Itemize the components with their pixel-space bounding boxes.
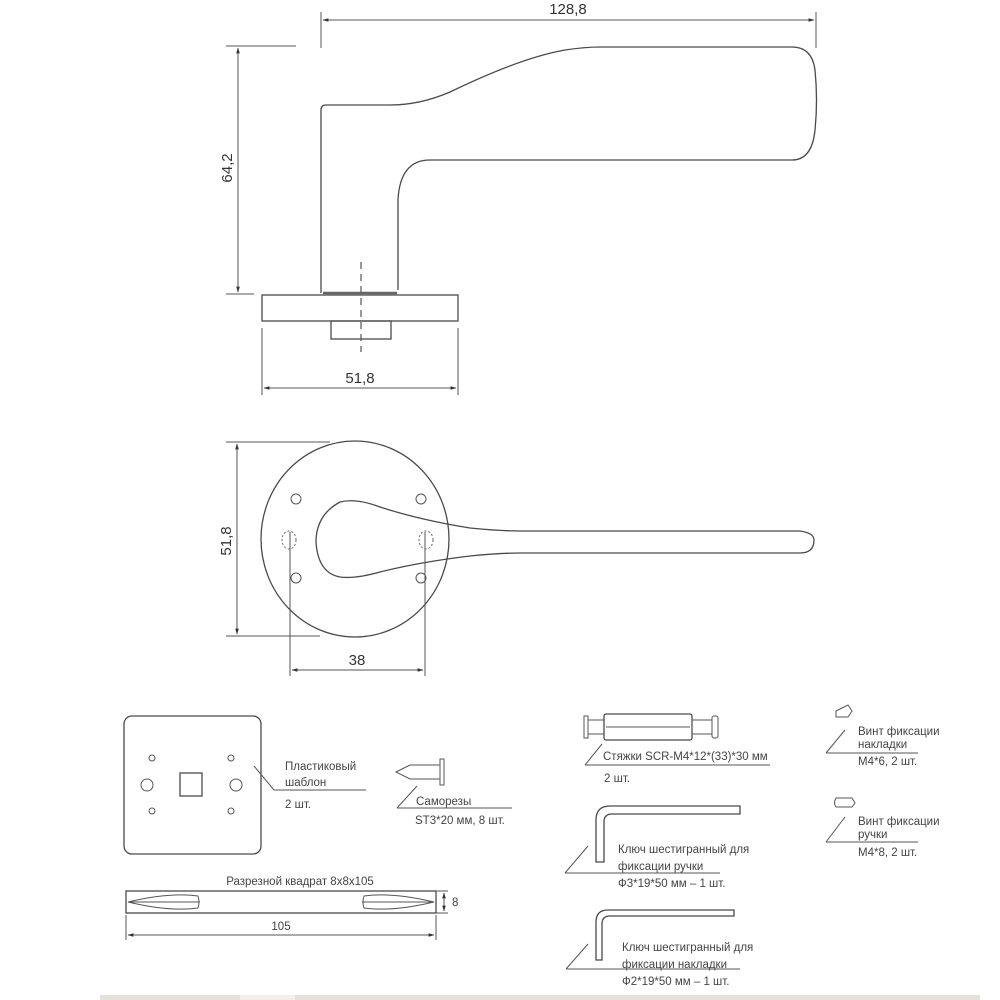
template-label-line2: шаблон [285,777,326,789]
template-qty: 2 шт. [285,799,311,811]
height-dimension: 64,2 [219,153,236,182]
hex-key-handle-label-line2: фиксации ручки [618,861,703,873]
screws-label: Саморезы [416,796,471,808]
rosette-set-screw-drawing [825,704,918,754]
hex-key-handle-drawing [564,805,741,874]
hex-key-rosette-label-line1: Ключ шестигранный для [622,942,753,954]
hex-key-handle-spec: Ф3*19*50 мм – 1 шт. [618,878,725,890]
hex-key-rosette-drawing [565,909,740,970]
hex-key-rosette-spec: Ф2*19*50 мм – 1 шт. [622,976,729,988]
handle-screw-label-line1: Винт фиксации [858,816,940,828]
width-dimension: 128,8 [549,1,587,18]
spindle-label: Разрезной квадрат 8x8x105 [226,876,374,888]
tie-bolt-drawing [583,713,770,766]
handle-screw-label-line2: ручки [858,829,887,841]
self-tapping-screw-drawing [394,758,512,809]
rosette-screw-label-line2: накладки [858,739,907,751]
tie-bolts-label: Стяжки SCR-M4*12*(33)*30 мм [603,751,768,763]
rosette-width-dimension: 51,8 [345,370,374,387]
rosette-screw-label-line1: Винт фиксации [858,726,940,738]
spindle-thickness-dimension: 8 [452,897,458,909]
hex-key-rosette-label-line2: фиксации накладки [622,959,727,971]
spindle-length-dimension: 105 [271,921,290,933]
template-label-line1: Пластиковый [285,761,356,773]
handle-screw-spec: M4*8, 2 шт. [858,847,917,859]
tie-bolts-qty: 2 шт. [604,773,630,785]
horizontal-scrollbar[interactable] [100,995,980,1000]
rosette-diameter-dimension: 51,8 [218,526,235,555]
side-view-handle [226,12,818,395]
hex-key-handle-label-line1: Ключ шестигранный для [618,844,749,856]
top-view-handle [226,440,815,676]
hole-spacing-dimension: 38 [349,652,366,669]
plastic-template-drawing [123,715,366,855]
rosette-screw-spec: M4*6, 2 шт. [858,756,917,768]
split-spindle-drawing [125,890,448,940]
screws-spec: ST3*20 мм, 8 шт. [415,815,505,827]
scrollbar-thumb[interactable] [240,995,295,1000]
handle-set-screw-drawing [825,797,918,843]
